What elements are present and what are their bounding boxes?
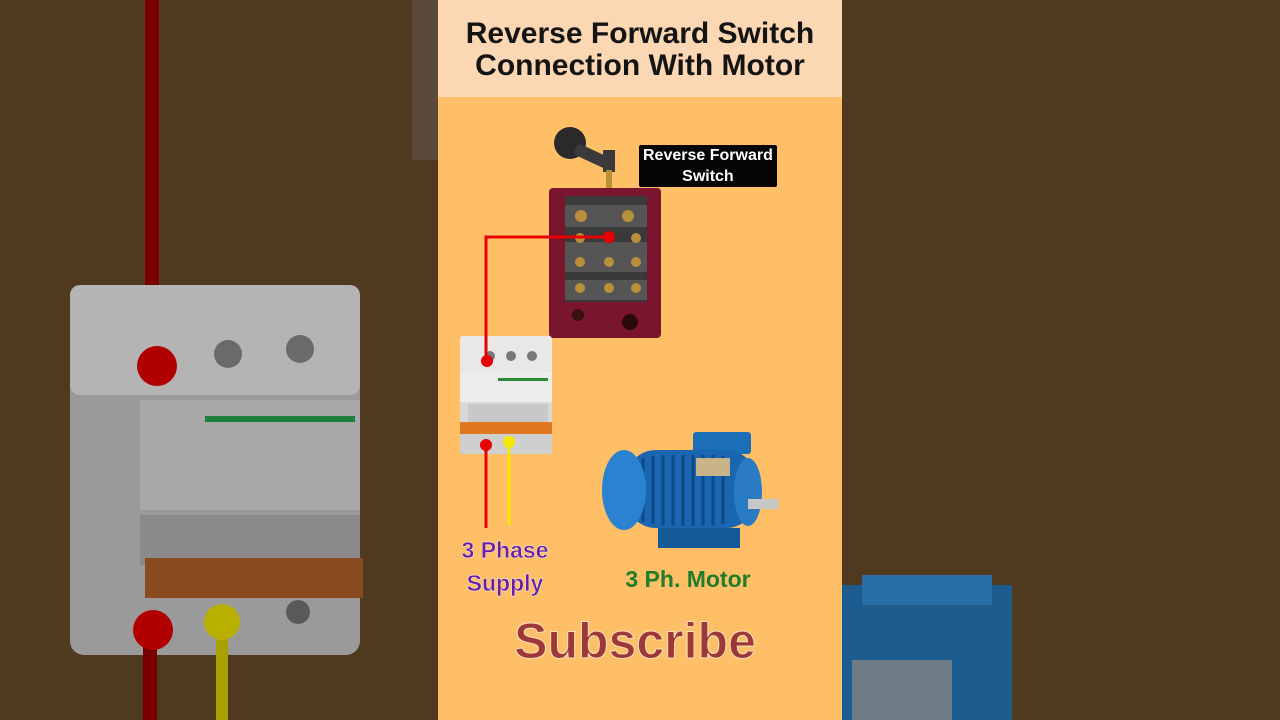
background-left-art [70,0,438,720]
main-panel: Reverse Forward Switch Connection With M… [438,0,842,720]
subscribe-label[interactable]: Subscribe [514,613,757,670]
background-right [842,0,1280,720]
background-right-art [842,575,1012,720]
background-left [0,0,438,720]
reverse-forward-switch [549,127,661,338]
switch-handle [554,127,615,194]
title-line-2: Connection With Motor [475,49,805,82]
wiring-diagram [460,127,778,548]
title-line-1: Reverse Forward Switch [465,17,815,50]
mcb-breaker [460,336,552,454]
wires [480,231,615,528]
title-bar: Reverse Forward Switch Connection With M… [438,0,842,97]
three-phase-motor [602,432,778,548]
motor-label: 3 Ph. Motor [625,566,751,592]
